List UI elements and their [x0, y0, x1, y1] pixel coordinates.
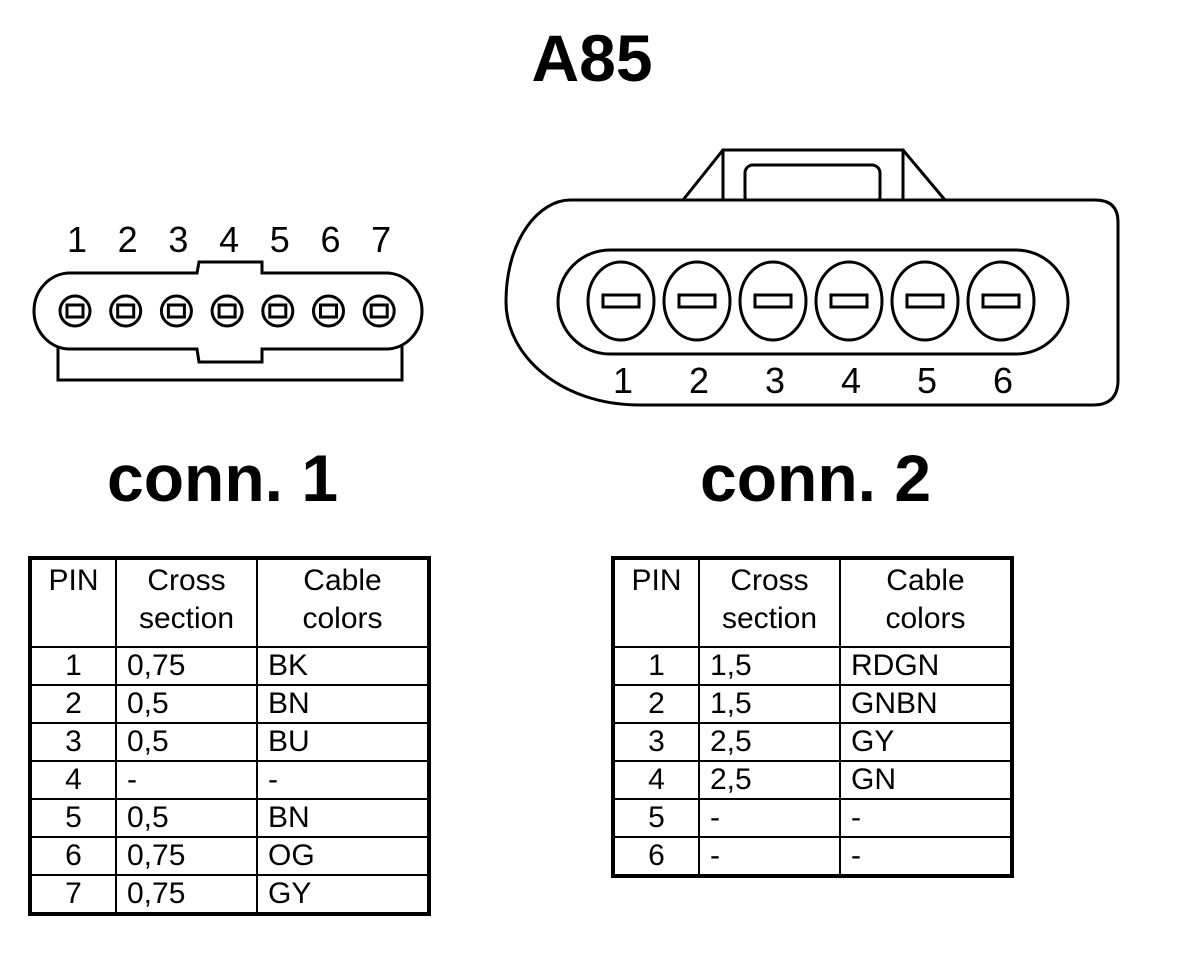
- pin-contact: [829, 293, 869, 309]
- pin-contact: [981, 293, 1021, 309]
- pin-contact: [268, 303, 288, 319]
- pin-contact: [601, 293, 641, 309]
- pin-contact: [369, 303, 389, 319]
- connector-2-label: conn. 2: [700, 441, 932, 515]
- cross-section-cell: 2,5: [698, 722, 841, 762]
- cross-section-cell: -: [698, 798, 841, 838]
- table-row: 5--: [612, 798, 1013, 838]
- cross-section-cell: 2,5: [698, 760, 841, 800]
- pin-cell: 2: [612, 684, 700, 724]
- cable-color-cell: -: [256, 760, 430, 800]
- pin-contact: [217, 303, 237, 319]
- connector-2-drawing: [504, 148, 1120, 407]
- header-pin: PIN: [29, 557, 117, 648]
- pin-contact: [905, 293, 945, 309]
- pin-number: 2: [118, 219, 138, 260]
- pin-number: 1: [67, 219, 87, 260]
- cable-color-cell: BK: [256, 646, 430, 686]
- cable-color-cell: RDGN: [839, 646, 1013, 686]
- pin-contact: [166, 303, 186, 319]
- connector-2-pin-numbers: 1 2 3 4 5 6: [613, 360, 1013, 401]
- pin-cell: 6: [612, 836, 700, 877]
- pin-number: 1: [613, 360, 633, 401]
- cable-color-cell: BN: [256, 684, 430, 724]
- pin-cell: 4: [612, 760, 700, 800]
- cable-color-cell: GN: [839, 760, 1013, 800]
- table-row: 4--: [29, 760, 430, 800]
- cable-color-cell: BU: [256, 722, 430, 762]
- pin-cell: 1: [612, 646, 700, 686]
- cross-section-cell: 0,75: [115, 874, 258, 915]
- pin-cell: 4: [29, 760, 117, 800]
- connector-1-drawing: [32, 260, 424, 382]
- pin-contact: [319, 303, 338, 319]
- table-row: 6--: [612, 836, 1013, 877]
- cross-section-cell: 0,5: [115, 684, 258, 724]
- connector-2-pin-graphics: [586, 260, 1036, 342]
- pin-number: 3: [168, 219, 188, 260]
- connector-1-label: conn. 1: [107, 441, 339, 515]
- header-cross-section: Cross section: [115, 557, 258, 648]
- diagram-title: A85: [531, 21, 653, 95]
- header-pin: PIN: [612, 557, 700, 648]
- pin-number: 2: [689, 360, 709, 401]
- pin-number: 5: [917, 360, 937, 401]
- cable-color-cell: GY: [839, 722, 1013, 762]
- cross-section-cell: 0,75: [115, 836, 258, 876]
- pin-number: 7: [371, 219, 391, 260]
- header-cable-colors: Cable colors: [839, 557, 1013, 648]
- pin-number: 6: [993, 360, 1013, 401]
- cable-color-cell: OG: [256, 836, 430, 876]
- cross-section-cell: 0,75: [115, 646, 258, 686]
- pin-cell: 7: [29, 874, 117, 915]
- pin-number: 6: [320, 219, 340, 260]
- cable-color-cell: GNBN: [839, 684, 1013, 724]
- cable-color-cell: GY: [256, 874, 430, 915]
- pin-cell: 2: [29, 684, 117, 724]
- connector-1-pin-graphics: [58, 294, 396, 328]
- pin-cell: 6: [29, 836, 117, 876]
- pin-cell: 5: [612, 798, 700, 838]
- header-cable-colors: Cable colors: [256, 557, 430, 648]
- pin-number: 4: [841, 360, 861, 401]
- cable-color-cell: BN: [256, 798, 430, 838]
- pin-contact: [65, 303, 85, 319]
- pin-contact: [116, 303, 136, 319]
- table-header-row: PIN Cross section Cable colors: [29, 557, 430, 648]
- pin-number: 5: [270, 219, 290, 260]
- cross-section-cell: 0,5: [115, 798, 258, 838]
- cross-section-cell: -: [698, 836, 841, 877]
- cross-section-cell: 1,5: [698, 684, 841, 724]
- cross-section-cell: 0,5: [115, 722, 258, 762]
- cross-section-cell: -: [115, 760, 258, 800]
- pin-cell: 1: [29, 646, 117, 686]
- table-header-row: PIN Cross section Cable colors: [612, 557, 1013, 648]
- cable-color-cell: -: [839, 836, 1013, 877]
- header-cross-section: Cross section: [698, 557, 841, 648]
- cable-color-cell: -: [839, 798, 1013, 838]
- pin-number: 4: [219, 219, 239, 260]
- pin-cell: 3: [29, 722, 117, 762]
- pin-cell: 3: [612, 722, 700, 762]
- pin-cell: 5: [29, 798, 117, 838]
- pin-contact: [677, 293, 717, 309]
- pin-contact: [753, 293, 793, 309]
- cross-section-cell: 1,5: [698, 646, 841, 686]
- pin-number: 3: [765, 360, 785, 401]
